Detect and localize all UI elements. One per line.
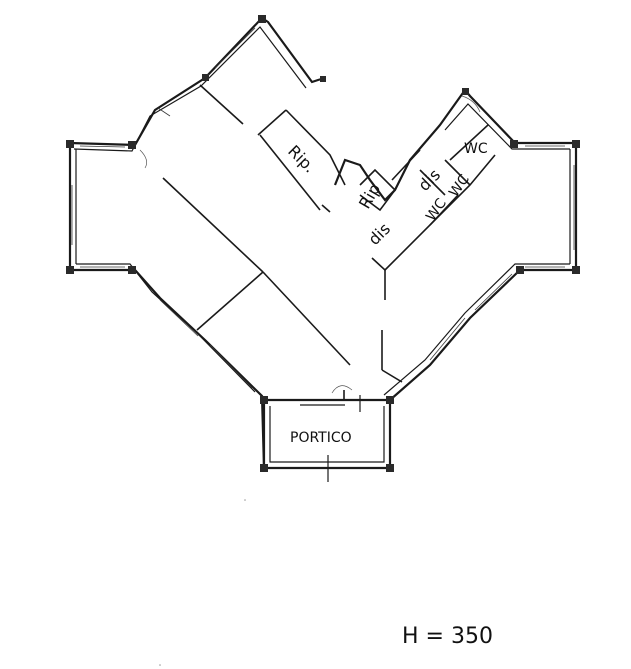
scan-speck: [244, 499, 246, 501]
room-label-dis-2: dis: [364, 219, 394, 249]
room-label-portico: PORTICO: [290, 430, 352, 446]
interior-partitions: [162, 84, 496, 400]
scan-speck: [159, 664, 161, 666]
room-label-wc-1: WC: [464, 141, 488, 157]
pillars: [66, 15, 580, 472]
exterior-walls: [68, 16, 578, 470]
room-label-rip-2: Rip: [355, 180, 384, 212]
windows: [71, 27, 575, 389]
room-label-wc-2: WC: [423, 196, 450, 225]
door-swings: [139, 95, 481, 394]
height-note: H = 350: [402, 624, 493, 649]
room-label-wc-3: WC: [446, 172, 473, 201]
